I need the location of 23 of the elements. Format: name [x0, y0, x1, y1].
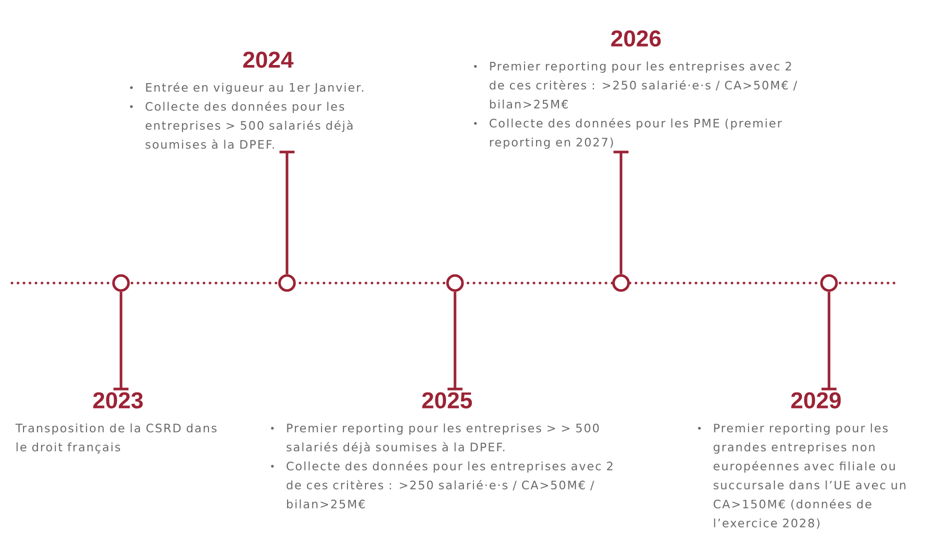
year-heading: 2023 [93, 392, 143, 409]
timeline-marker [112, 274, 130, 292]
year-heading: 2029 [791, 392, 841, 408]
stem-line [454, 292, 456, 389]
bullet-text: Premier reporting pour les entreprises avec 2 de ces critères : >250 salarié·e·s / CA>50M€ / bilan>25M€ [474, 62, 798, 109]
stem-line [828, 292, 830, 389]
bullet-text: Entrée en vigueur au 1er Janvier. [130, 82, 364, 94]
year-heading: 2026 [611, 30, 661, 47]
timeline-marker [278, 274, 296, 292]
description-text: Transposition de la CSRD dans le droit français [15, 423, 217, 454]
bullet-text: Collecte des données pour les entreprises > 500 salariés déjà soumises à la DPEF. [130, 101, 352, 149]
stem-line [620, 152, 622, 274]
bullet-text: Collecte des données pour les entreprises avec 2 de ces critères : >250 salarié·e·s / CA>50M€ / bilan>25M€ [271, 460, 612, 508]
bullet-text: Premier reporting pour les entreprises > > 500 salariés déjà soumises à la DPEF. [271, 423, 599, 454]
bullet-text: Collecte des données pour les PME (premier reporting en 2027) [474, 118, 782, 149]
year-heading: 2025 [422, 392, 472, 408]
stem-line [286, 152, 288, 274]
year-heading: 2024 [243, 52, 294, 68]
timeline-marker [820, 274, 838, 292]
timeline-marker [446, 274, 464, 292]
bullet-text: Premier reporting pour les grandes entreprises non européennes avec filiale ou succursale dans l’UE avec un CA>150M€ (données de l’exercice 2028) [698, 423, 906, 529]
stem-line [120, 292, 122, 389]
timeline-marker [612, 274, 630, 292]
